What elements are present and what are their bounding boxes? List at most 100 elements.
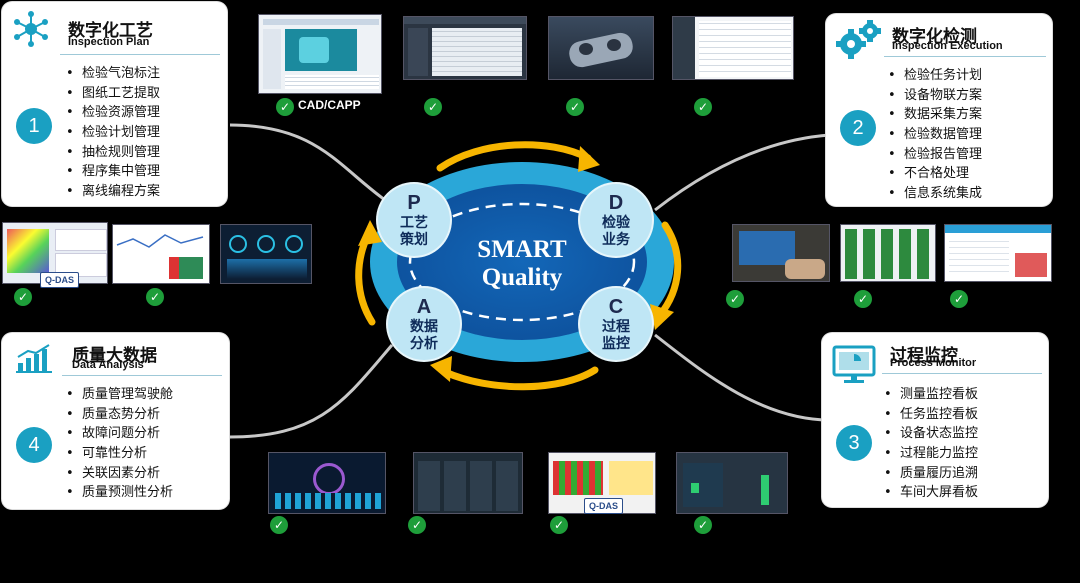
screenshot-monitor-board bbox=[413, 452, 523, 514]
card-title: 数字化检测 bbox=[892, 27, 977, 47]
list-item: 车间大屏看板 bbox=[882, 483, 978, 503]
center-title-line2: Quality bbox=[481, 264, 563, 291]
node-label-line2: 监控 bbox=[602, 336, 630, 352]
list-item: 质量态势分析 bbox=[64, 405, 173, 425]
center-title-line1: SMART bbox=[477, 236, 567, 263]
card-subtitle: Data Analysis bbox=[72, 359, 144, 371]
list-item: 测量监控看板 bbox=[882, 385, 978, 405]
list-item: 设备物联方案 bbox=[886, 86, 982, 106]
list-item: 质量履历追溯 bbox=[882, 464, 978, 484]
step-number-badge: 3 bbox=[836, 425, 872, 461]
card-title: 数字化工艺 bbox=[68, 21, 153, 41]
card-data-analysis: 质量大数据 Data Analysis 4 质量管理驾驶舱 质量态势分析 故障问… bbox=[2, 333, 229, 509]
card-title: 质量大数据 bbox=[72, 346, 157, 366]
list-item: 检验报告管理 bbox=[886, 145, 982, 165]
list-item: 离线编程方案 bbox=[64, 182, 160, 202]
check-icon: ✓ bbox=[424, 98, 442, 116]
node-label-line2: 分析 bbox=[410, 336, 438, 352]
qdas-logo: Q-DAS bbox=[40, 272, 79, 288]
node-check[interactable]: C 过程 监控 bbox=[580, 288, 652, 360]
check-icon: ✓ bbox=[694, 516, 712, 534]
screenshot-quality-cockpit bbox=[268, 452, 386, 514]
gears-icon bbox=[836, 20, 881, 59]
list-item: 可靠性分析 bbox=[64, 444, 173, 464]
divider bbox=[62, 375, 222, 376]
list-item: 检验数据管理 bbox=[886, 125, 982, 145]
monitor-icon bbox=[832, 345, 876, 383]
check-icon: ✓ bbox=[270, 516, 288, 534]
list-item: 设备状态监控 bbox=[882, 424, 978, 444]
step-number-badge: 1 bbox=[16, 108, 52, 144]
step-number-badge: 2 bbox=[840, 110, 876, 146]
node-letter: P bbox=[407, 192, 421, 214]
list-item: 过程能力监控 bbox=[882, 444, 978, 464]
screenshot-trend-analysis bbox=[112, 224, 210, 284]
check-icon: ✓ bbox=[276, 98, 294, 116]
check-icon: ✓ bbox=[950, 290, 968, 308]
card-inspection-plan: 数字化工艺 Inspection Plan 1 检验气泡标注 图纸工艺提取 检验… bbox=[2, 2, 227, 206]
node-label-line1: 检验 bbox=[602, 215, 630, 231]
cad-capp-caption: CAD/CAPP bbox=[298, 98, 361, 112]
screenshot-equipment-status bbox=[840, 224, 936, 282]
feature-list: 测量监控看板 任务监控看板 设备状态监控 过程能力监控 质量履历追溯 车间大屏看… bbox=[882, 385, 978, 503]
list-item: 检验资源管理 bbox=[64, 103, 160, 123]
check-icon: ✓ bbox=[408, 516, 426, 534]
node-label-line2: 业务 bbox=[602, 232, 630, 248]
list-item: 不合格处理 bbox=[886, 164, 982, 184]
screenshot-report-management bbox=[944, 224, 1052, 282]
list-item: 任务监控看板 bbox=[882, 405, 978, 425]
check-icon: ✓ bbox=[694, 98, 712, 116]
card-process-monitor: 过程监控 Process Monitor 3 测量监控看板 任务监控看板 设备状… bbox=[822, 333, 1048, 507]
cycle-arrowheads bbox=[358, 146, 674, 382]
node-label-line1: 工艺 bbox=[400, 215, 428, 231]
divider bbox=[60, 54, 220, 55]
trend-lines bbox=[116, 234, 204, 279]
node-label-line1: 过程 bbox=[602, 319, 630, 335]
list-item: 图纸工艺提取 bbox=[64, 84, 160, 104]
screenshot-workshop-screen bbox=[676, 452, 788, 514]
node-letter: A bbox=[416, 296, 432, 318]
feature-list: 检验任务计划 设备物联方案 数据采集方案 检验数据管理 检验报告管理 不合格处理… bbox=[886, 66, 982, 204]
qdas-logo: Q-DAS bbox=[584, 498, 623, 514]
card-subtitle: Inspection Execution bbox=[892, 40, 1003, 52]
check-icon: ✓ bbox=[550, 516, 568, 534]
list-item: 信息系统集成 bbox=[886, 184, 982, 204]
node-plan[interactable]: P 工艺 策划 bbox=[378, 184, 450, 256]
divider bbox=[882, 373, 1042, 374]
node-do[interactable]: D 检验 业务 bbox=[580, 184, 652, 256]
list-item: 检验计划管理 bbox=[64, 123, 160, 143]
check-icon: ✓ bbox=[726, 290, 744, 308]
list-item: 质量管理驾驶舱 bbox=[64, 385, 173, 405]
connector-lines bbox=[229, 123, 831, 439]
feature-list: 质量管理驾驶舱 质量态势分析 故障问题分析 可靠性分析 关联因素分析 质量预测性… bbox=[64, 385, 173, 503]
screenshot-cad-capp bbox=[258, 14, 382, 94]
node-label-line2: 策划 bbox=[400, 232, 428, 248]
node-letter: D bbox=[608, 192, 624, 214]
card-inspection-execution: 数字化检测 Inspection Execution 2 检验任务计划 设备物联… bbox=[826, 14, 1052, 206]
node-label-line1: 数据 bbox=[410, 319, 438, 335]
node-letter: C bbox=[608, 296, 624, 318]
check-icon: ✓ bbox=[854, 290, 872, 308]
list-item: 关联因素分析 bbox=[64, 464, 173, 484]
bar-chart-icon bbox=[16, 344, 52, 373]
feature-list: 检验气泡标注 图纸工艺提取 检验资源管理 检验计划管理 抽检规则管理 程序集中管… bbox=[64, 64, 160, 202]
card-subtitle: Inspection Plan bbox=[68, 36, 150, 48]
list-item: 检验任务计划 bbox=[886, 66, 982, 86]
list-item: 抽检规则管理 bbox=[64, 143, 160, 163]
list-item: 故障问题分析 bbox=[64, 424, 173, 444]
divider bbox=[884, 56, 1046, 57]
node-act[interactable]: A 数据 分析 bbox=[388, 288, 460, 360]
list-item: 数据采集方案 bbox=[886, 105, 982, 125]
check-icon: ✓ bbox=[566, 98, 584, 116]
screenshot-inspection-software bbox=[403, 16, 527, 80]
card-title: 过程监控 bbox=[890, 346, 958, 366]
screenshot-dashboard-gauges bbox=[220, 224, 312, 284]
check-icon: ✓ bbox=[14, 288, 32, 306]
list-item: 质量预测性分析 bbox=[64, 483, 173, 503]
screenshot-3d-part bbox=[548, 16, 654, 80]
check-icon: ✓ bbox=[146, 288, 164, 306]
card-subtitle: Process Monitor bbox=[890, 357, 977, 369]
dashed-orbit bbox=[408, 202, 636, 322]
screenshot-data-collection bbox=[732, 224, 830, 282]
step-number-badge: 4 bbox=[16, 427, 52, 463]
